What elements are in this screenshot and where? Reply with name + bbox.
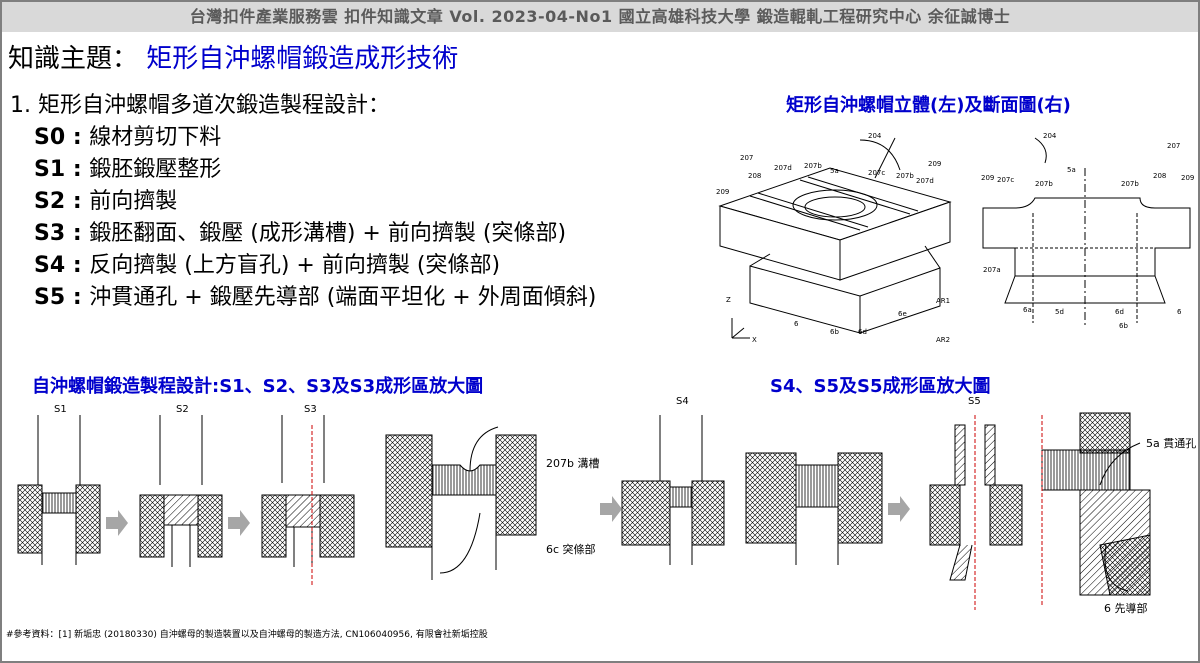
iso-ref: 6 (794, 320, 799, 328)
iso-ref: AR1 (936, 297, 950, 305)
step-s5: S5 : 沖貫通孔 + 鍛壓先導部 (端面平坦化 + 外周面傾斜) (34, 285, 597, 310)
iso-ref: 6e (898, 310, 907, 318)
iso-ref: X (752, 336, 757, 344)
nut-section-drawing: 204 207 209 207c 207b 5a 207b 208 209 20… (981, 132, 1194, 330)
forging-process-drawings (17, 412, 1151, 610)
header-banner: 台灣扣件產業服務雲 扣件知識文章 Vol. 2023-04-No1 國立高雄科技… (2, 2, 1198, 32)
section-ref: 6d (1115, 308, 1124, 316)
section-ref: 207a (983, 266, 1001, 274)
topic-label: 知識主題： (8, 44, 139, 74)
step-s0: S0 : 線材剪切下料 (34, 125, 222, 150)
iso-ref: AR2 (936, 336, 950, 344)
iso-ref: 209 (928, 160, 941, 168)
step-s4: S4 : 反向擠製 (上方盲孔) + 前向擠製 (突條部) (34, 253, 501, 278)
section-ref: 208 (1153, 172, 1166, 180)
section-ref: 209 (981, 174, 994, 182)
iso-ref: 208 (748, 172, 761, 180)
iso-ref: Z (726, 296, 731, 304)
section-ref: 204 (1043, 132, 1057, 140)
step-s3: S3 : 鍛胚翻面、鍛壓 (成形溝槽) + 前向擠製 (突條部) (34, 221, 567, 246)
iso-ref: 207d (916, 177, 934, 185)
stage-label-s4: S4 (676, 396, 689, 407)
section-ref: 207b (1035, 180, 1053, 188)
caption-left-process: 自沖螺帽鍛造製程設計:S1、S2、S3及S3成形區放大圖 (32, 376, 484, 397)
callout-rib: 6c 突條部 (546, 543, 596, 556)
topic-title: 矩形自沖螺帽鍛造成形技術 (146, 44, 459, 74)
reference-note: #參考資料：[1] 新垢忠 (20180330) 自沖螺母的製造裝置以及自沖螺母… (6, 630, 488, 640)
section-ref: 6 (1177, 308, 1182, 316)
process-heading: 1. 矩形自沖螺帽多道次鍛造製程設計： (10, 93, 390, 118)
callout-groove: 207b 溝槽 (546, 457, 600, 470)
knowledge-topic: 知識主題： 矩形自沖螺帽鍛造成形技術 (8, 38, 458, 75)
iso-ref: 207d (774, 164, 792, 172)
caption-right-process: S4、S5及S5成形區放大圖 (770, 376, 991, 397)
iso-ref: 5a (830, 167, 839, 175)
iso-ref: 207b (896, 172, 914, 180)
step-s2: S2 : 前向擠製 (34, 189, 178, 214)
section-ref: 6b (1119, 322, 1128, 330)
caption-3d-section: 矩形自沖螺帽立體(左)及斷面圖(右) (786, 95, 1071, 116)
stage-label-s1: S1 (54, 404, 67, 415)
callout-through-hole: 5a 貫通孔 (1146, 437, 1197, 450)
process-steps: 1. 矩形自沖螺帽多道次鍛造製程設計： S0 : 線材剪切下料 S1 : 鍛胚鍛… (10, 90, 596, 314)
section-ref: 207 (1167, 142, 1180, 150)
section-ref: 207c (997, 176, 1014, 184)
iso-ref: 6b (830, 328, 839, 336)
iso-ref: 207c (868, 169, 885, 177)
section-ref: 209 (1181, 174, 1194, 182)
iso-ref: 6d (858, 328, 867, 336)
stage-label-s5: S5 (968, 396, 981, 407)
stage-label-s3: S3 (304, 404, 317, 415)
iso-ref: 209 (716, 188, 729, 196)
section-ref: 6a (1023, 306, 1032, 314)
iso-ref: 207 (740, 154, 753, 162)
step-s1: S1 : 鍛胚鍛壓整形 (34, 157, 222, 182)
section-ref: 207b (1121, 180, 1139, 188)
section-ref: 5d (1055, 308, 1064, 316)
section-ref: 5a (1067, 166, 1076, 174)
stage-label-s2: S2 (176, 404, 189, 415)
callout-pilot: 6 先導部 (1104, 602, 1148, 615)
nut-isometric-drawing: 204 207 207d 207b 5a 207c 207b 209 207d … (716, 132, 952, 344)
iso-ref: 204 (868, 132, 882, 140)
iso-ref: 207b (804, 162, 822, 170)
